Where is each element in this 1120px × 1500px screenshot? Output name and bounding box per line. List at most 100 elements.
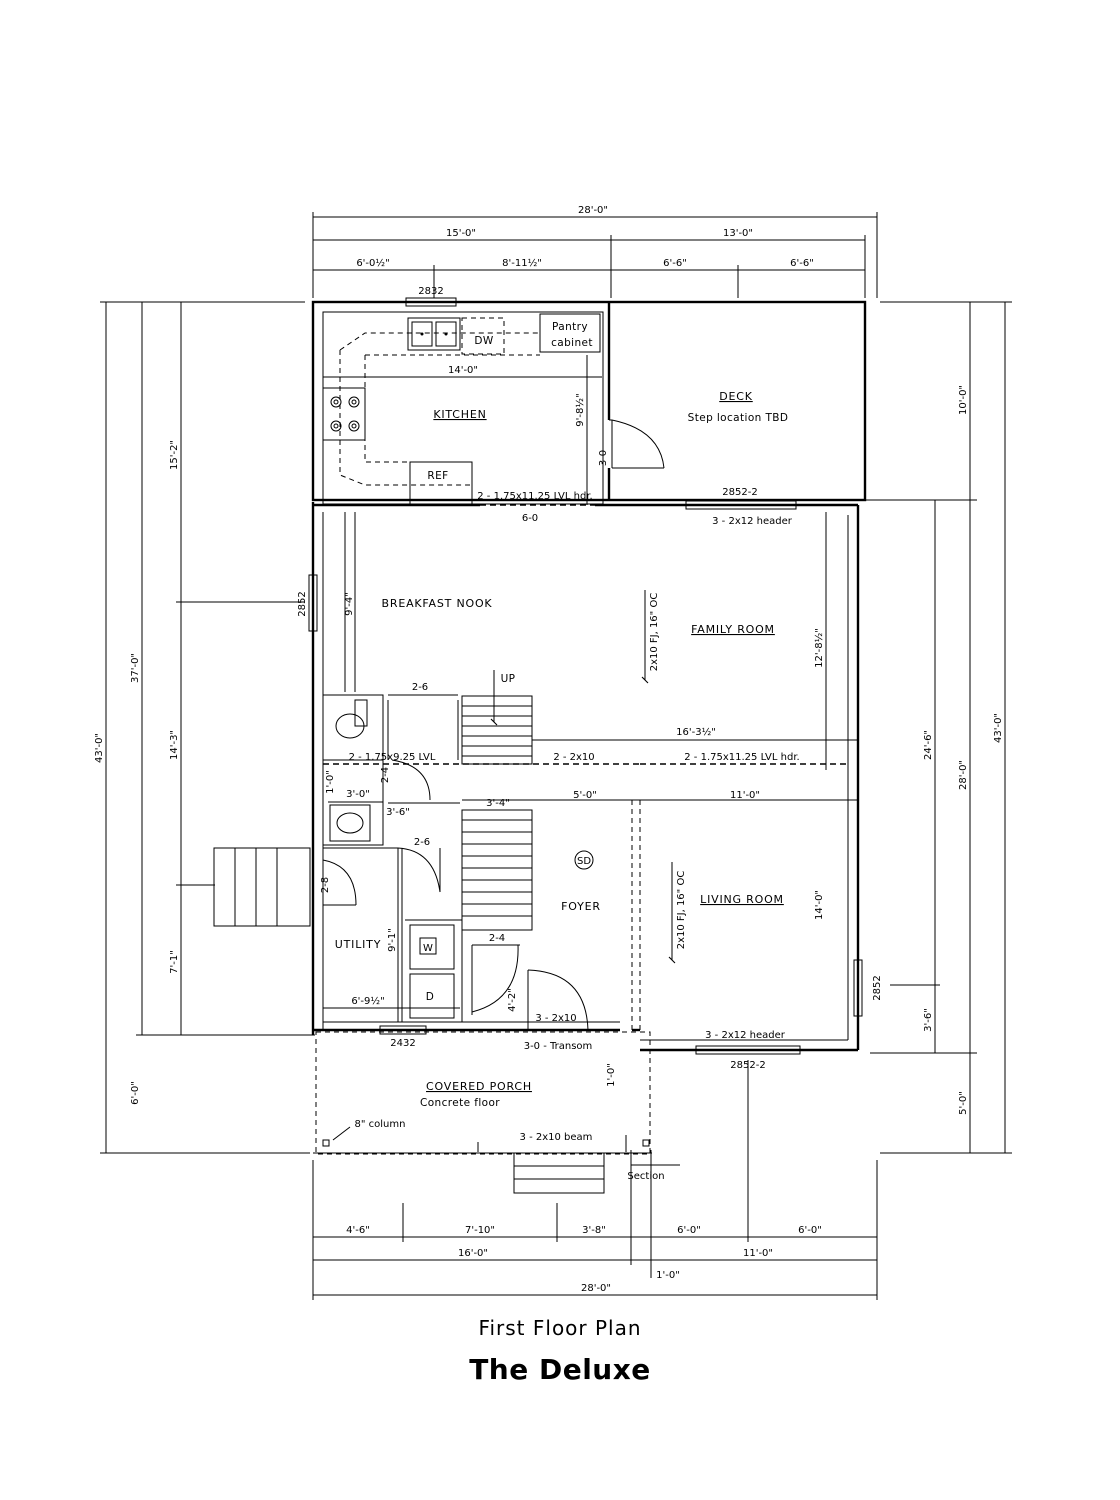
window-2852-east-label: 2852 [872,975,883,1000]
dim-left-15-2: 15'-2" [169,440,180,470]
dishwasher [461,317,505,355]
entry-hdr-note: 3 - 2x10 [535,1013,576,1024]
smoke-detector [574,850,594,870]
left-dimension-chains [100,301,315,1154]
dim-right-10: 10'-0" [958,385,969,415]
door-2-8-label: 2-8 [320,877,331,893]
joists-family-note: 2x10 FJ, 16" OC [649,593,660,672]
dim-bot-total: 28'-0" [581,1283,611,1294]
entry-door [527,969,589,1031]
dim-top-c: 6'-6" [663,258,687,269]
dim-fam-1281: 12'-8½" [813,628,825,668]
dim-top-15: 15'-0" [446,228,476,239]
dim-porch-1-0: 1'-0" [606,1063,617,1087]
front-steps [513,1152,605,1194]
fam-header-note: 3 - 2x12 header [712,516,793,527]
window-2832-label: 2832 [418,286,443,297]
dim-left-6: 6'-0" [130,1081,141,1105]
dim-bot-d: 6'-0" [677,1225,701,1236]
ref-label: REF [427,470,448,482]
dryer-label: D [426,991,435,1003]
living-room-label: LIVING ROOM [700,893,784,906]
section-label: Section [627,1171,664,1182]
dim-top-d: 6'-6" [790,258,814,269]
liv-header-note: 3 - 2x12 header [705,1030,786,1041]
dim-fam-16: 16'-3½" [676,726,716,738]
dim-bath-3-0: 3'-0" [346,789,370,800]
porch-label: COVERED PORCH [426,1080,532,1093]
washer-label: W [423,943,433,954]
lvl-east-note: 2 - 1.75x11.25 LVL hdr. [684,752,799,763]
kitchen-hdr-note: 2 - 1.75x11.25 LVL hdr. [477,491,592,502]
bath-door [391,759,431,801]
kitchen-counters [339,332,540,486]
dim-foyer-5-0: 5'-0" [573,790,597,801]
dim-bot-a: 4'-6" [346,1225,370,1236]
stairs-up-label: UP [501,673,516,685]
family-room-label: FAMILY ROOM [691,623,775,636]
door-3-0-label: 3-0 [598,450,609,466]
window-2852-east [853,959,863,1017]
transom-note: 3-0 - Transom [524,1041,593,1052]
right-dimension-chains [865,301,1012,1154]
deck-note: Step location TBD [688,412,789,424]
hall-door [397,847,441,893]
dim-right-43: 43'-0" [993,713,1004,743]
window-2852-west [308,574,318,632]
dim-right-3-6: 3'-6" [923,1008,934,1032]
dim-top-b: 8'-11½" [502,257,542,269]
dim-liv-11: 11'-0" [730,790,760,801]
dim-kit-981: 9'-8½" [574,393,586,426]
dim-left-7-1: 7'-1" [169,950,180,974]
dim-left-43: 43'-0" [94,733,105,763]
column-note: 8" column [355,1119,406,1130]
dim-right-28: 28'-0" [958,760,969,790]
window-2852-2-deck-label: 2852-2 [722,487,757,498]
pantry-label-1: Pantry [552,321,588,333]
kitchen-sink [407,317,461,351]
dim-util-6-9: 6'-9½" [351,995,384,1007]
window-2432-label: 2432 [390,1038,415,1049]
dim-stair-3-4: 3'-4" [486,798,510,809]
window-2432 [379,1025,427,1035]
breakfast-nook-label: BREAKFAST NOOK [382,597,493,610]
dim-left-14-3: 14'-3" [169,730,180,760]
window-2852-2-deck [685,500,797,510]
window-2852-west-label: 2852 [297,591,308,616]
joists-living-note: 2x10 FJ, 16" OC [676,871,687,950]
porch-note: Concrete floor [420,1097,500,1109]
dim-bot-e: 6'-0" [798,1225,822,1236]
dim-nook-94: 9'-4" [344,592,355,616]
column-leader [332,1126,351,1141]
six-o-note: 6-0 [522,513,538,524]
door-2-4a-label: 2-4 [380,767,391,783]
closet-door [471,944,520,1015]
deck-door [609,419,665,469]
utility-door [322,859,357,906]
range [322,387,366,441]
dim-top-13: 13'-0" [723,228,753,239]
plan-subtitle: First Floor Plan [478,1316,642,1340]
smoke-detector-label: SD [577,856,591,867]
dim-bot-1: 1'-0" [656,1270,680,1281]
dim-right-24-6: 24'-6" [923,730,934,760]
window-2852-2-south-label: 2852-2 [730,1060,765,1071]
utility-label: UTILITY [335,938,381,951]
washer [409,924,455,970]
dim-left-37: 37'-0" [130,653,141,683]
window-2832 [405,297,457,307]
stairs [461,670,533,931]
dw-label: DW [474,335,493,347]
top-dimension-chains [312,212,878,298]
bath-sink [329,804,371,842]
pantry-label-2: cabinet [551,337,593,349]
dim-bot-c: 3'-8" [582,1225,606,1236]
foyer-label: FOYER [561,900,601,913]
kitchen-label: KITCHEN [433,408,486,421]
side-steps [213,847,311,927]
porch-beam-note: 3 - 2x10 beam [520,1132,593,1143]
pantry-cabinet [539,313,601,353]
door-2-4b-label: 2-4 [489,933,505,944]
dim-kit-14: 14'-0" [448,365,478,376]
dim-liv-14: 14'-0" [814,890,825,920]
